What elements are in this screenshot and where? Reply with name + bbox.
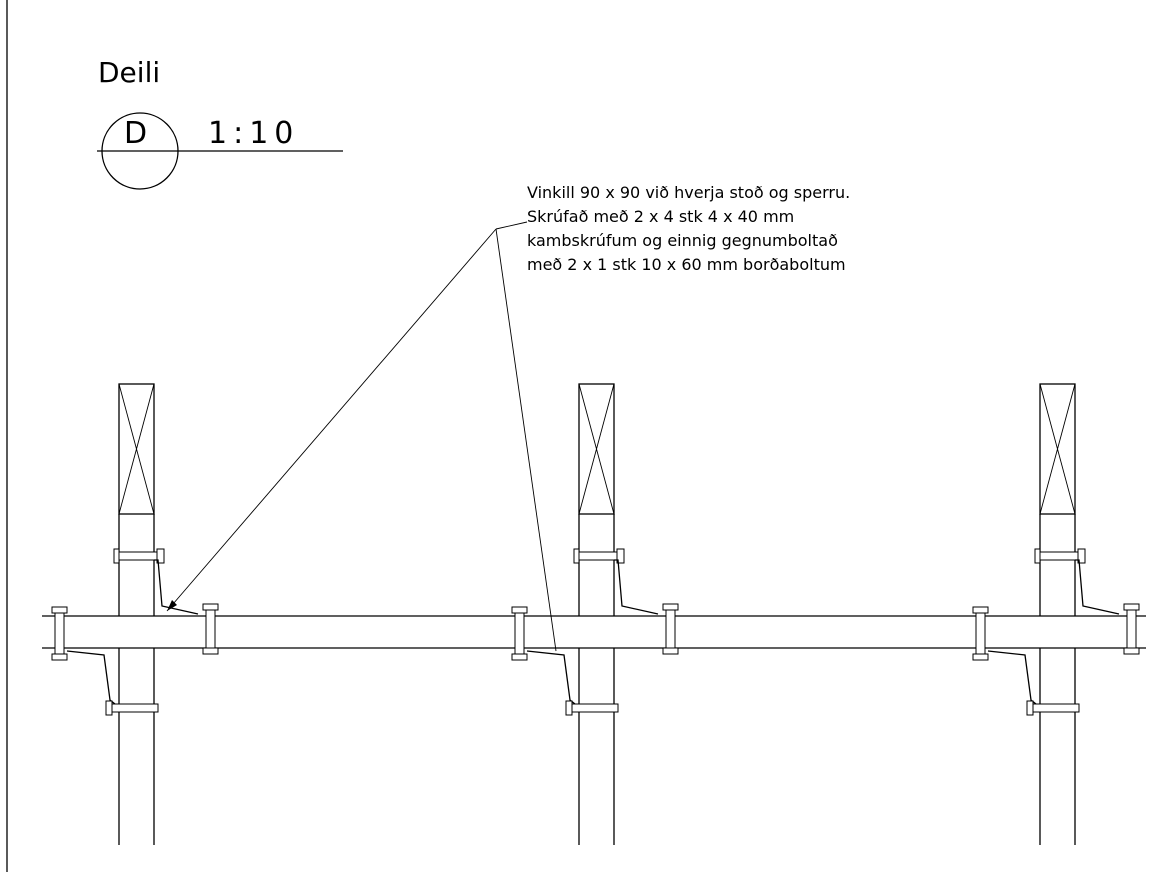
bolt-nut [662, 603, 679, 611]
bolt [665, 606, 676, 655]
bolt-nut [662, 647, 679, 655]
bolt-nut [972, 653, 989, 661]
bolt-nut [51, 653, 68, 661]
bolt [1126, 606, 1137, 655]
bolt-head [1026, 700, 1034, 716]
detail-marker: D 1:10 [97, 112, 343, 190]
note-line-1: Vinkill 90 x 90 við hverja stoð og sperr… [527, 183, 850, 202]
section-cross [1039, 383, 1076, 515]
bolt-nut [1077, 548, 1086, 564]
horizontal-beam [42, 615, 1146, 649]
bolt [975, 609, 986, 661]
bolt [109, 703, 159, 713]
post-left [51, 383, 219, 845]
bolt-nut [202, 647, 219, 655]
angle-bracket [66, 650, 116, 705]
angle-bracket [614, 559, 659, 615]
bolt-nut [972, 606, 989, 614]
post-section [1039, 383, 1076, 515]
angle-bracket [526, 650, 576, 705]
section-cross [118, 383, 155, 515]
bolt [1030, 703, 1080, 713]
bolt-head [573, 548, 580, 564]
bolt-nut [1123, 647, 1140, 655]
leader-hook [495, 221, 528, 230]
angle-bracket [987, 650, 1037, 705]
bolt-nut [1123, 603, 1140, 611]
bolt-nut [616, 548, 625, 564]
drawing-title: Deili [98, 56, 160, 89]
angle-bracket [1075, 559, 1120, 615]
post-section [578, 383, 615, 515]
bolt-nut [51, 606, 68, 614]
bolt [514, 609, 525, 661]
note-line-4: með 2 x 1 stk 10 x 60 mm borðaboltum [527, 255, 846, 274]
detail-id: D [124, 116, 147, 151]
post-right [972, 383, 1140, 845]
bolt [54, 609, 65, 661]
leader-lines [166, 221, 557, 652]
bolt-head [1034, 548, 1041, 564]
annotation-note: Vinkill 90 x 90 við hverja stoð og sperr… [527, 183, 850, 274]
leader-left [166, 228, 497, 612]
bolt [569, 703, 619, 713]
bolt-head [113, 548, 120, 564]
detail-scale: 1:10 [208, 116, 299, 151]
angle-bracket [154, 559, 199, 615]
note-line-2: Skrúfað með 2 x 4 stk 4 x 40 mm [527, 207, 794, 226]
bolt-nut [511, 653, 528, 661]
post-section [118, 383, 155, 515]
bolt-nut [511, 606, 528, 614]
bolt-head [105, 700, 113, 716]
post-middle [511, 383, 679, 845]
leader-right [495, 228, 557, 652]
section-cross [578, 383, 615, 515]
bolt-head [565, 700, 573, 716]
bolt-nut [202, 603, 219, 611]
bolt-nut [156, 548, 165, 564]
bolt [205, 606, 216, 655]
note-line-3: kambskrúfum og einnig gegnumboltað [527, 231, 838, 250]
